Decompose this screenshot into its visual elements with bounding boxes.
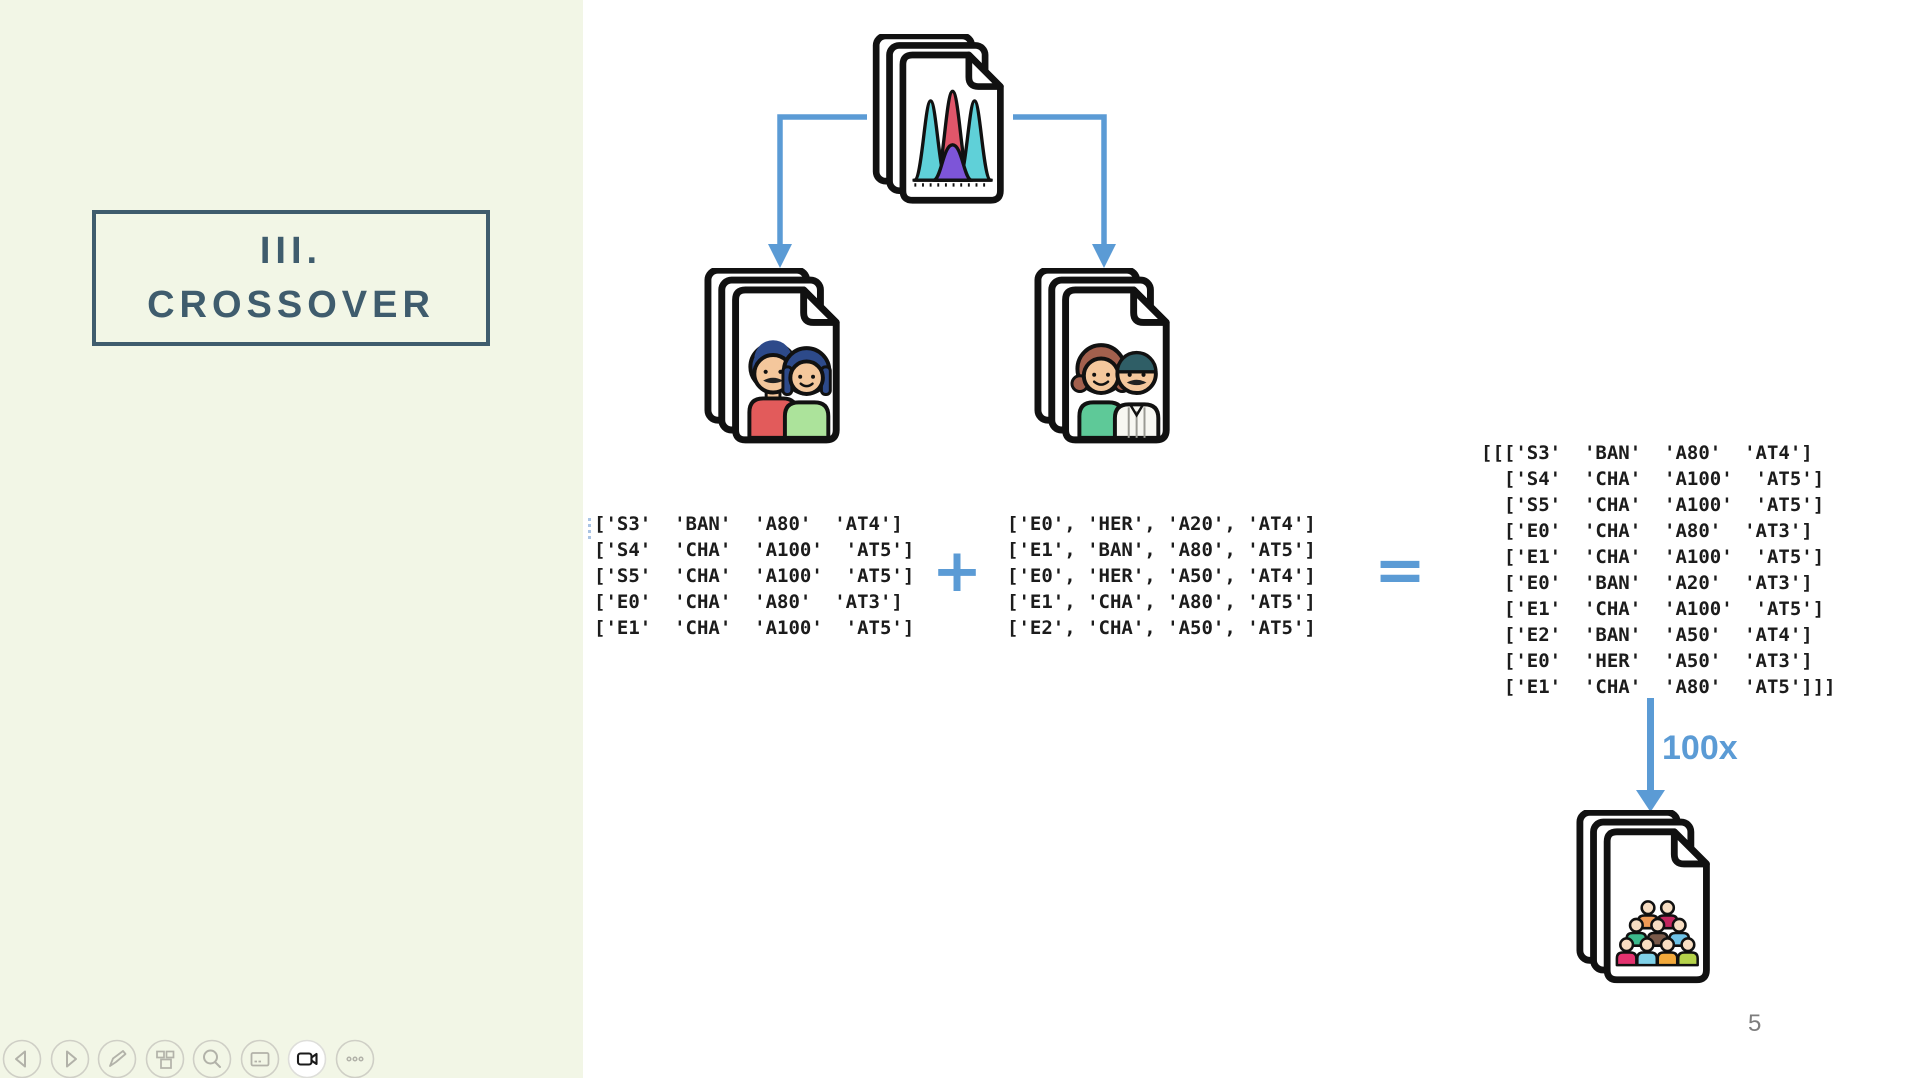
presenter-toolbar xyxy=(2,1039,375,1078)
faint-outer-bracket xyxy=(588,518,591,539)
camera-icon xyxy=(287,1039,327,1078)
previous-slide-button[interactable] xyxy=(2,1039,42,1078)
more-options-button[interactable] xyxy=(335,1039,375,1078)
all-slides-icon xyxy=(145,1039,184,1078)
offspring-array: [[['S3' 'BAN' 'A80' 'AT4'] ['S4' 'CHA' '… xyxy=(1481,442,1836,698)
pen-icon xyxy=(97,1039,137,1078)
zoom-icon xyxy=(192,1039,232,1078)
branch-left-arrowhead-icon xyxy=(768,244,792,268)
population-document-stack-icon xyxy=(1576,810,1710,984)
previous-slide-icon xyxy=(2,1039,42,1078)
repeat-down-arrow-icon xyxy=(1636,698,1665,812)
more-options-icon xyxy=(335,1039,374,1078)
next-slide-button[interactable] xyxy=(50,1039,90,1078)
parents-a-document-stack-icon xyxy=(704,268,840,444)
repeat-count-label: 100x xyxy=(1662,729,1738,767)
captions-button[interactable] xyxy=(240,1039,280,1078)
captions-icon xyxy=(240,1039,279,1078)
section-title-box: III. CROSSOVER xyxy=(92,210,490,346)
section-title-line2: CROSSOVER xyxy=(147,284,435,326)
branch-right-arrowhead-icon xyxy=(1092,244,1116,268)
section-title-line1: III. xyxy=(259,230,323,272)
all-slides-button[interactable] xyxy=(145,1039,185,1078)
left-panel: III. CROSSOVER xyxy=(0,0,583,1078)
parent-b-array: ['E0', 'HER', 'A20', 'AT4'] ['E1', 'BAN'… xyxy=(1007,513,1316,639)
parent-a-array: ['S3' 'BAN' 'A80' 'AT4'] ['S4' 'CHA' 'A1… xyxy=(594,513,915,639)
pen-button[interactable] xyxy=(97,1039,137,1078)
plus-operator: + xyxy=(931,536,983,606)
equals-operator: = xyxy=(1374,532,1426,606)
camera-button[interactable] xyxy=(287,1039,327,1078)
next-slide-icon xyxy=(50,1039,89,1078)
parents-b-document-stack-icon xyxy=(1034,268,1170,444)
zoom-button[interactable] xyxy=(192,1039,232,1078)
distribution-document-stack-icon xyxy=(872,34,1004,204)
slide-number: 5 xyxy=(1748,1010,1762,1037)
branch-arrows xyxy=(768,114,1116,268)
